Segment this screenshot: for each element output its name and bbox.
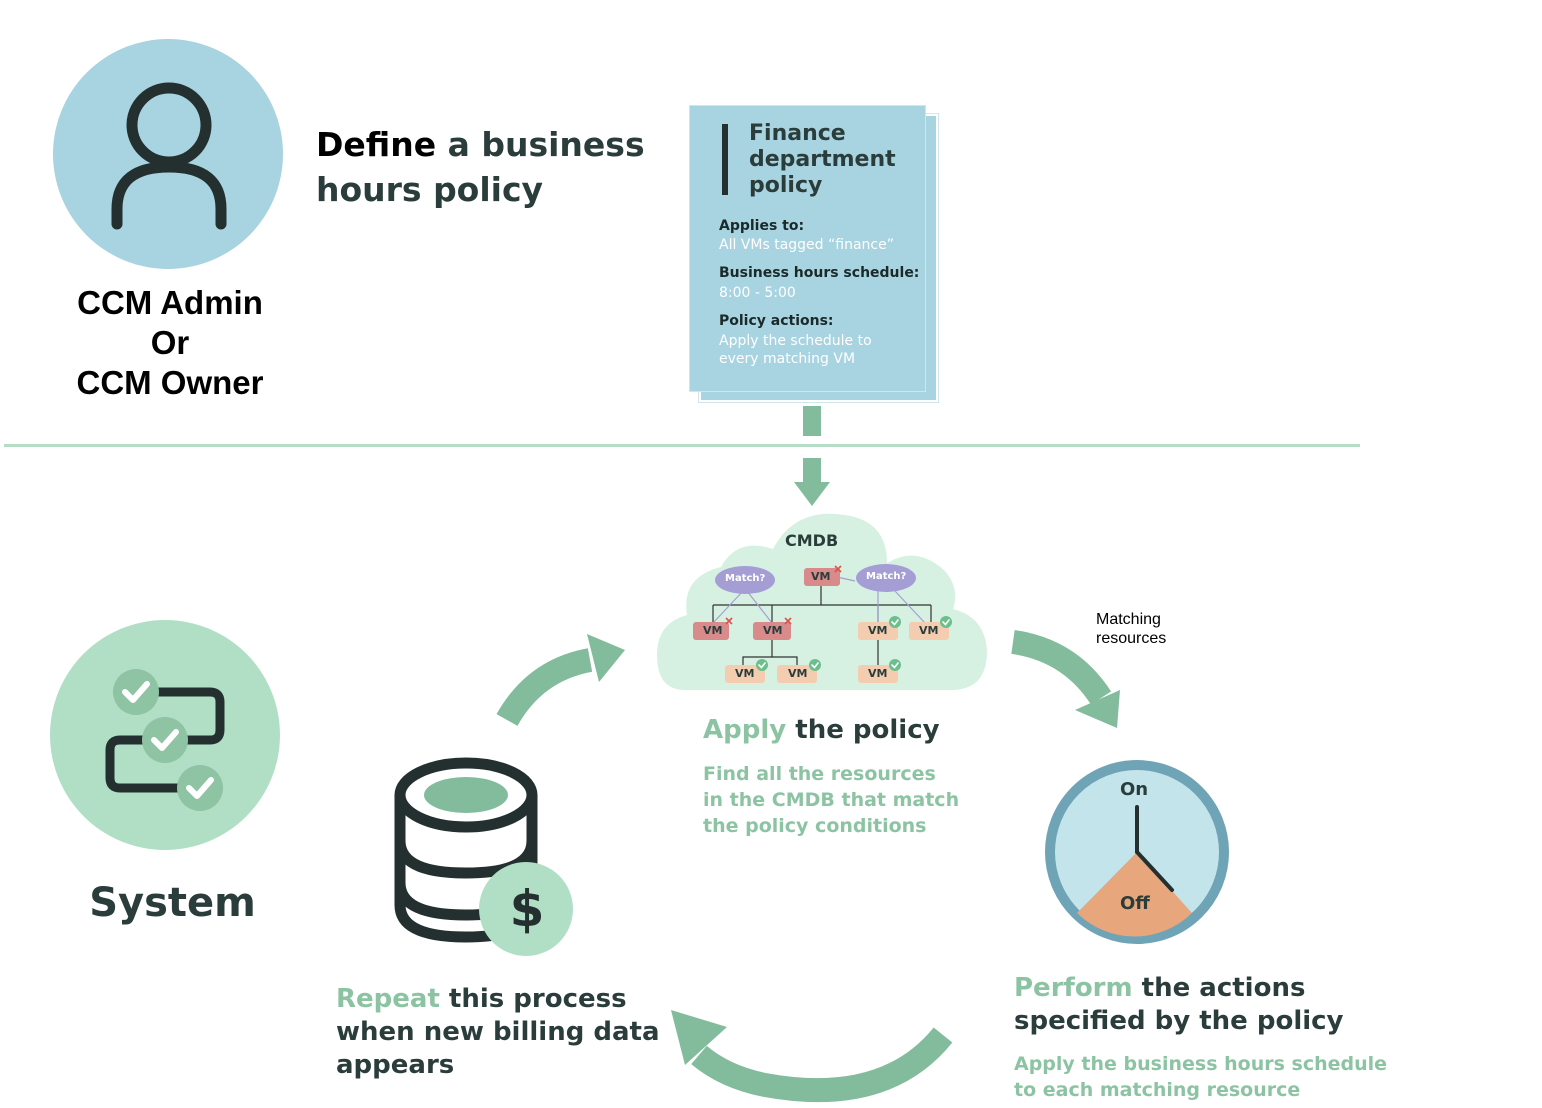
vm-label: VM [703,624,723,637]
match-label: Match? [725,573,766,584]
checklist-icon [105,669,225,811]
apply-desc-line: Find all the resources [703,763,936,785]
person-icon [111,82,227,230]
perform-highlight: Perform [1014,973,1133,1003]
define-rest: hours policy [316,170,544,209]
clock-icon [1045,760,1229,944]
actions-value-line: Apply the schedule to [719,333,872,349]
apply-desc-line: the policy conditions [703,815,927,837]
vm-label: VM [788,667,808,680]
actions-value: Apply the schedule to every matching VM [719,332,872,368]
database-icon [394,757,573,956]
applies-label: Applies to: [719,218,805,234]
vm-node [909,622,949,640]
match-node [715,566,775,594]
actor-label-line: Or [150,324,190,361]
actor-label-line: CCM Owner [76,364,264,401]
vm-node [693,622,729,640]
perform-rest: specified by the policy [1014,1006,1344,1036]
actions-label: Policy actions: [719,313,834,329]
perform-description: Apply the business hours schedule to eac… [1014,1051,1387,1103]
section-divider [4,444,1360,447]
policy-card-accent-bar [722,124,728,195]
repeat-rest: when new billing data [336,1017,660,1047]
connector-segment [803,406,821,436]
clock-on-label: On [1120,779,1149,800]
actions-value-line: every matching VM [719,351,856,367]
define-rest: a business [436,125,645,164]
vm-label: VM [919,624,939,637]
perform-desc-line: Apply the business hours schedule [1014,1053,1388,1075]
perform-title: Perform the actions specified by the pol… [1014,972,1344,1038]
schedule-value: 8:00 - 5:00 [719,285,796,301]
matching-line: Matching [1096,611,1161,628]
vm-node [804,568,840,586]
vm-node [753,622,791,640]
system-label: System [89,880,256,926]
vm-label: VM [763,624,783,637]
define-policy-title: Define a business hours policy [316,122,656,212]
apply-highlight: Apply [703,715,787,745]
apply-desc-line: in the CMDB that match [703,789,960,811]
perform-desc-line: to each matching resource [1014,1079,1301,1101]
repeat-rest: this process [439,984,627,1014]
vm-node [858,665,898,683]
clock-off-label: Off [1120,893,1150,914]
cycle-arrow-icon [1011,630,1120,728]
down-arrow-icon [794,458,830,506]
applies-value: All VMs tagged “finance” [719,237,894,253]
vm-node [725,665,765,683]
matching-resources-label: Matching resources [1096,610,1216,648]
actor-label-line: CCM Admin [77,284,263,321]
repeat-rest: appears [336,1050,455,1080]
apply-rest: the policy [786,715,940,745]
policy-card [689,105,926,392]
policy-card-title: Finance department policy [749,121,896,198]
perform-rest: the actions [1132,973,1306,1003]
dollar-icon: $ [509,880,545,938]
repeat-title: Repeat this process when new billing dat… [336,983,660,1082]
cmdb-label: CMDB [785,531,839,550]
vm-label: VM [735,667,755,680]
match-node [856,564,916,592]
cycle-arrow-icon [671,1010,953,1103]
vm-node [858,622,898,640]
match-label: Match? [866,571,907,582]
vm-label: VM [868,667,888,680]
schedule-label: Business hours schedule: [719,265,920,281]
vm-label: VM [811,570,831,583]
cmdb-cloud [657,513,987,690]
define-highlight: Define [316,125,437,164]
apply-title: Apply the policy [703,714,940,747]
matching-line: resources [1096,630,1167,647]
apply-description: Find all the resources in the CMDB that … [703,761,959,839]
actor-label: CCM Admin Or CCM Owner [40,283,300,403]
cycle-arrow-icon [496,634,625,727]
repeat-highlight: Repeat [336,984,440,1014]
actor-avatar [53,39,283,269]
vm-node [777,665,817,683]
vm-label: VM [868,624,888,637]
